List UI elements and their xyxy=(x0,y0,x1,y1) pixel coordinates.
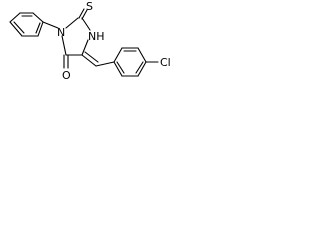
atom-nitrogen-phenyl: N xyxy=(57,26,65,39)
chemical-structure: S N NH O Cl xyxy=(9,0,171,82)
exocyclic-double-bond xyxy=(81,51,99,67)
thione-bond xyxy=(78,8,88,20)
atom-oxygen: O xyxy=(62,69,71,82)
bond-phenyl-n xyxy=(42,21,59,29)
atom-chlorine: Cl xyxy=(160,56,171,69)
chlorophenyl-ring xyxy=(113,47,147,77)
phenyl-ring xyxy=(9,12,44,37)
atom-nitrogen-h: NH xyxy=(88,30,105,43)
bond-ch-to-ring xyxy=(95,61,115,67)
imidazolidine-ring xyxy=(61,17,91,56)
atom-sulfur: S xyxy=(86,0,93,13)
carbonyl-bond xyxy=(63,54,69,69)
